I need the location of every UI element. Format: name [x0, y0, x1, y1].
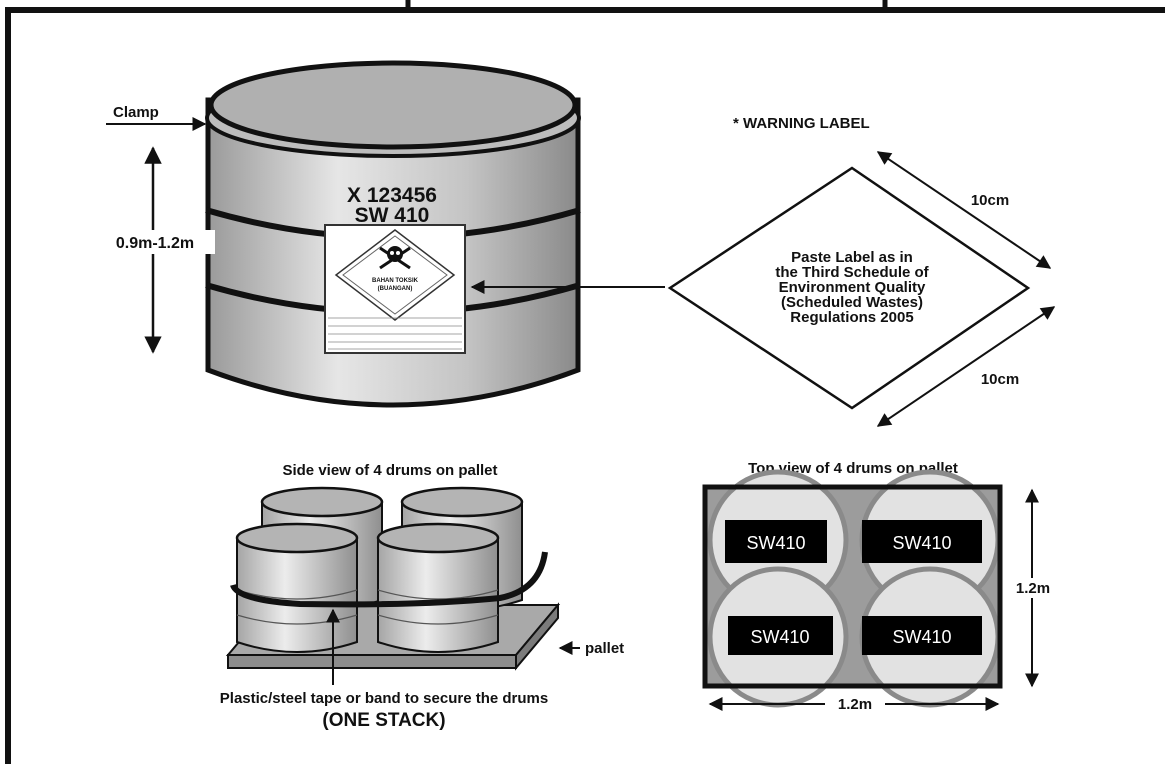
drum-code-line2: SW 410 — [355, 204, 430, 227]
warning-title: * WARNING LABEL — [733, 115, 870, 132]
drum-code-line1: X 123456 — [347, 184, 437, 207]
drum-front-right — [376, 522, 500, 653]
hazard-text-line1: BAHAN TOKSIK — [372, 278, 419, 284]
drum-lid — [208, 60, 578, 150]
hazard-text-line2: (BUANGAN) — [378, 286, 413, 292]
hazard-label: BAHAN TOKSIK (BUANGAN) — [324, 224, 466, 354]
warning-dim-top: 10cm — [971, 192, 1009, 209]
drum-label: SW410 — [746, 533, 805, 553]
height-label: 0.9m-1.2m — [116, 235, 194, 252]
side-view-title: Side view of 4 drums on pallet — [282, 462, 497, 479]
drum-label: SW410 — [892, 533, 951, 553]
drum-front-left — [235, 522, 359, 653]
page-frame — [5, 0, 1165, 764]
side-view-caption-line1: Plastic/steel tape or band to secure the… — [220, 690, 548, 707]
side-view-caption-line2: (ONE STACK) — [322, 710, 445, 731]
top-view-side-dimension: 1.2m — [1016, 580, 1050, 597]
side-view-drums — [225, 486, 561, 671]
warning-text-line: Regulations 2005 — [790, 309, 913, 326]
warning-text-line: Environment Quality — [779, 279, 926, 296]
warning-dim-bottom: 10cm — [981, 371, 1019, 388]
warning-dim-bottom-arrow — [876, 306, 1056, 427]
top-view-labels: SW410 SW410 SW410 SW410 — [725, 520, 982, 655]
pallet-label: pallet — [585, 640, 624, 657]
securing-band — [230, 551, 548, 608]
drum-label: SW410 — [750, 627, 809, 647]
skull-crossbones-icon — [379, 246, 411, 270]
drum-label: SW410 — [892, 627, 951, 647]
warning-dim-top-arrow — [876, 151, 1052, 269]
top-view-pallet — [702, 469, 1003, 708]
clamp-label: Clamp — [113, 104, 159, 121]
top-view-title: Top view of 4 drums on pallet — [748, 460, 958, 477]
warning-text: Paste Label as in the Third Schedule of … — [775, 249, 929, 326]
hazard-label-form-lines — [328, 317, 462, 350]
top-view-bottom-dimension: 1.2m — [838, 696, 872, 713]
